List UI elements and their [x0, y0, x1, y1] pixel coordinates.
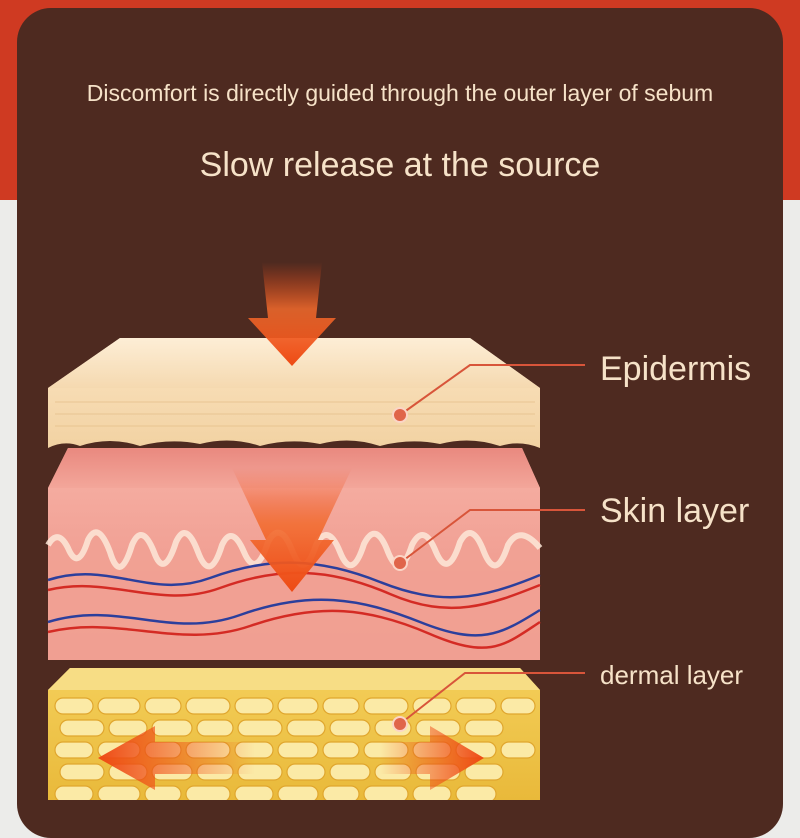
skin-layer-leader-line [392, 509, 585, 571]
subtitle-text: Discomfort is directly guided through th… [86, 80, 714, 106]
arrow-left-icon [98, 726, 255, 790]
arrow-down-top-icon [248, 262, 336, 366]
epidermis-label: Epidermis [600, 350, 752, 388]
dermal-layer-block [48, 668, 540, 800]
arrow-down-middle-icon [232, 468, 352, 592]
page-title: Slow release at the source [199, 146, 601, 184]
dermal-layer-leader-line [392, 672, 585, 732]
arrow-right-icon [380, 726, 484, 790]
skin-layers-illustration [45, 262, 585, 800]
epidermis-leader-line [392, 364, 585, 423]
dermal-layer-label: dermal layer [600, 660, 744, 690]
skin-layer-label: Skin layer [600, 492, 750, 530]
